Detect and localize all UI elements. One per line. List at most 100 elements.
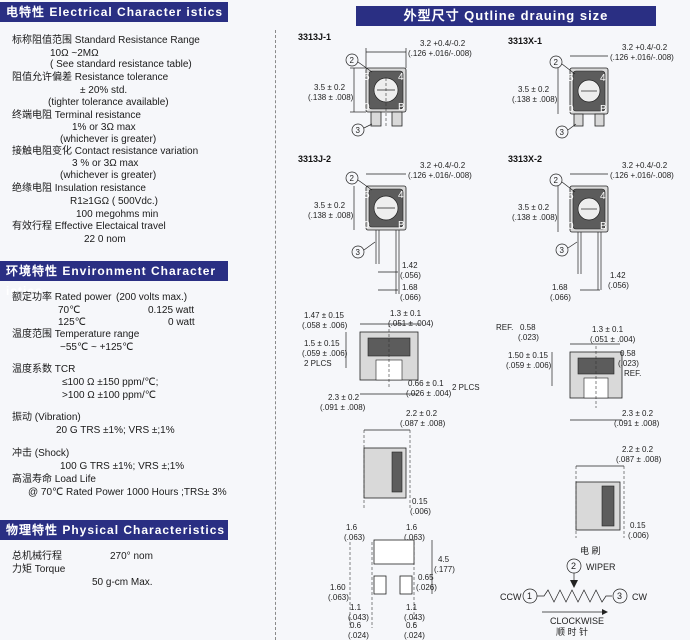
marking: 5 <box>364 190 370 201</box>
part-label: 3313X-1 <box>508 36 542 46</box>
dim-text: 1.68 <box>552 283 568 292</box>
spec-line: 高温寿命 Load Life <box>12 474 96 485</box>
spec-line: 有效行程 Effective Electaical travel <box>12 221 166 232</box>
dim-text: (.087 ± .008) <box>616 455 662 464</box>
dim-text: 1.47 ± 0.15 <box>304 311 345 320</box>
clockwise-label-cn: 顺 时 针 <box>556 626 588 637</box>
drawing-x-bottom-view: 2.2 ± 0.2 (.087 ± .008) 0.15 (.006) <box>575 445 662 540</box>
marking: B <box>600 221 607 232</box>
drawing-3313j-2: 3313J-2 3.2 +0.4/-0.2 (.126 +.016/-.008)… <box>298 154 472 302</box>
dim-text: (.023) <box>518 333 539 342</box>
physical-header: 物理特性 Physical Characteristics <box>0 520 228 540</box>
dim-text: 4.5 <box>438 555 450 564</box>
pin-number: 2 <box>571 561 576 571</box>
cw-label: CW <box>632 592 647 602</box>
dim-text: 0.15 <box>412 497 428 506</box>
spec-line: 温度范围 Temperature range <box>12 329 140 340</box>
dim-text: 2.2 ± 0.2 <box>406 409 438 418</box>
spec-line: 温度系数 TCR <box>12 364 76 375</box>
dim-text: (.043) <box>404 613 425 622</box>
dim-text: (.059 ± .006) <box>302 349 348 358</box>
dim-text: 1.50 ± 0.15 <box>508 351 549 360</box>
dim-text: (.056) <box>608 281 629 290</box>
dim-text: (.026 ± .004) <box>406 389 452 398</box>
dim-text: 2.3 ± 0.2 <box>328 393 360 402</box>
dim-text: 3.2 +0.4/-0.2 <box>420 39 466 48</box>
spec-line: @ 70℃ Rated Power 1000 Hours ;TRS± 3% <box>28 487 227 498</box>
dim-text: 0.65 <box>418 573 434 582</box>
dim-text: 0.15 <box>630 521 646 530</box>
drawing-3313x-2: 3313X-2 3.2 +0.4/-0.2 (.126 +.016/-.008)… <box>508 154 674 302</box>
pin-number: 2 <box>554 176 559 185</box>
spec-line: 0.125 watt <box>148 305 195 316</box>
spec-line: 3 % or 3Ω max <box>72 158 139 169</box>
dim-text: (.063) <box>328 593 349 602</box>
dim-text: 1.60 <box>330 583 346 592</box>
spec-line: 冲击 (Shock) <box>12 448 70 459</box>
drawing-schematic: 电 刷 2 WIPER CCW 1 3 CW CLOCKWISE 顺 时 针 <box>500 545 647 637</box>
dim-text: 2.3 ± 0.2 <box>622 409 654 418</box>
pin-number: 3 <box>560 246 565 255</box>
outline-header: 外型尺寸 Qutline drauing size <box>356 6 656 26</box>
spec-line: 10Ω ~2MΩ <box>50 48 99 59</box>
dim-text: REF. <box>624 369 641 378</box>
dim-text: (.043) <box>348 613 369 622</box>
marking: 5 <box>364 72 370 83</box>
clockwise-label: CLOCKWISE <box>550 616 604 626</box>
spec-line: 力矩 Torque <box>12 564 66 575</box>
dim-text: 1.3 ± 0.1 <box>390 309 422 318</box>
dim-text: (.091 ± .008) <box>614 419 660 428</box>
marking: 4 <box>600 73 606 84</box>
pin-number: 3 <box>356 126 361 135</box>
spec-line: ± 20% std. <box>80 85 128 96</box>
dim-text: 2 PLCS <box>452 383 480 392</box>
pin-number: 3 <box>560 128 565 137</box>
spec-line: 100 megohms min <box>76 209 159 220</box>
marking: 0 <box>364 102 370 113</box>
spec-line: (whichever is greater) <box>60 134 157 145</box>
drawing-3313j-1: 3313J-1 3.2 +0.4/-0.2 (.126 +.016/-.008)… <box>298 32 472 137</box>
marking: 0 <box>568 104 574 115</box>
dim-text: (.126 +.016/-.008) <box>610 53 674 62</box>
spec-line: 阻值允许偏差 Resistance tolerance <box>12 72 169 83</box>
dim-text: 3.2 +0.4/-0.2 <box>622 161 668 170</box>
dim-text: (.063) <box>404 533 425 542</box>
dim-text: 1.68 <box>402 283 418 292</box>
dim-text: (.063) <box>344 533 365 542</box>
dim-text: (.126 +.016/-.008) <box>408 171 472 180</box>
dim-text: (.138 ± .008) <box>512 213 558 222</box>
drawing-pad-layout: 1.6 (.063) 1.6 (.063) 4.5 (.177) 1.60 (.… <box>328 523 455 640</box>
dim-text: (.138 ± .008) <box>308 93 354 102</box>
dim-text: 3.2 +0.4/-0.2 <box>622 43 668 52</box>
spec-line: 125℃ <box>58 317 86 328</box>
dim-text: (.058 ± .006) <box>302 321 348 330</box>
dim-text: (.091 ± .008) <box>320 403 366 412</box>
spec-line: −55℃ ~ +125℃ <box>60 342 134 353</box>
dim-text: 3.5 ± 0.2 <box>314 201 346 210</box>
spec-line: 270° nom <box>110 551 153 562</box>
column-divider <box>275 30 276 640</box>
dim-text: 1.42 <box>402 261 418 270</box>
dim-text: 2.2 ± 0.2 <box>622 445 654 454</box>
dim-text: (.006) <box>410 507 431 516</box>
spec-line: 1% or 3Ω max <box>72 122 136 133</box>
dim-text: (.066) <box>550 293 571 302</box>
pin-number: 3 <box>356 248 361 257</box>
dim-text: 3.2 +0.4/-0.2 <box>420 161 466 170</box>
dim-text: 0.6 <box>350 621 362 630</box>
dim-text: 0.66 ± 0.1 <box>408 379 444 388</box>
spec-line: 100 G TRS ±1%; VRS ±;1% <box>60 461 185 472</box>
spec-line: 50 g-cm Max. <box>92 577 153 588</box>
marking: B <box>600 104 607 115</box>
spec-line: 终端电阻 Terminal resistance <box>12 110 141 121</box>
dim-text: REF. <box>496 323 513 332</box>
dim-text: (.006) <box>628 531 649 540</box>
pin-number: 3 <box>617 591 622 601</box>
part-label: 3313J-1 <box>298 32 331 42</box>
drawing-j-bottom-view: 2.2 ± 0.2 (.087 ± .008) 0.15 (.006) <box>363 409 446 516</box>
marking: 5 <box>568 73 574 84</box>
marking: 0 <box>568 221 574 232</box>
spec-line: ( See standard resistance table) <box>50 59 192 70</box>
dim-text: 3.5 ± 0.2 <box>518 85 550 94</box>
dim-text: (.051 ± .004) <box>590 335 636 344</box>
